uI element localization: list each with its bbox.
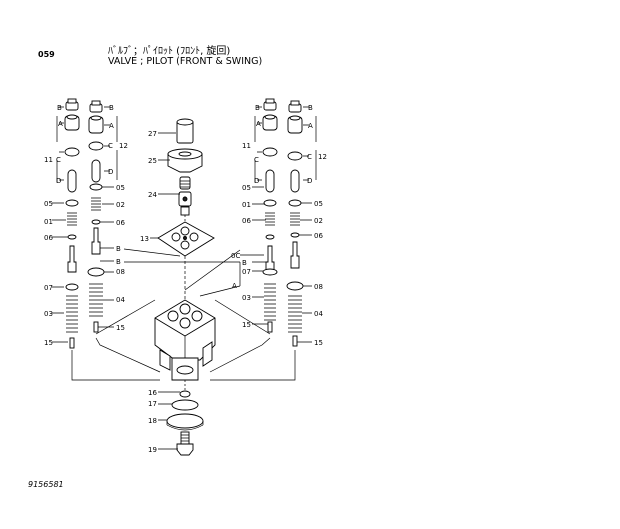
page-code: 059 (38, 50, 55, 59)
left-spool-part (67, 245, 77, 273)
callout-c-17: 17 (148, 400, 157, 408)
callout-rc-06: 06 (242, 217, 251, 225)
left-rod-part (67, 169, 77, 193)
callout-lc-B2: B (116, 258, 121, 266)
callout-rc-01: 01 (242, 201, 251, 209)
callout-lc-B: B (109, 104, 114, 112)
callout-c-19: 19 (148, 446, 157, 454)
center-bolt-part (176, 443, 194, 456)
right-center-column-parts (262, 98, 278, 333)
callout-r-B: B (308, 104, 313, 112)
callout-left-03: 03 (44, 310, 53, 318)
callout-lc-15: 15 (116, 324, 125, 332)
callout-r-15: 15 (314, 339, 323, 347)
title-english: VALVE ; PILOT (FRONT & SWING) (108, 56, 263, 67)
callout-r-A: A (308, 122, 313, 130)
callout-lc-12: 12 (119, 142, 128, 150)
callout-rc-05: 05 (242, 184, 251, 192)
callout-lc-B1: B (116, 245, 121, 253)
callout-r-12: 12 (318, 153, 327, 161)
callout-lc-06: 06 (116, 219, 125, 227)
center-large-disc-part (166, 413, 204, 429)
left-washer-part (65, 199, 79, 207)
callout-lc-D: D (108, 168, 113, 176)
callout-rc-B: B (242, 259, 247, 267)
callout-rc-A2: A (232, 282, 237, 290)
callout-c-25: 25 (148, 157, 157, 165)
left-pin-part (69, 337, 75, 349)
right-column-parts (286, 100, 304, 347)
callout-lc-08: 08 (116, 268, 125, 276)
callout-r-C: C (307, 153, 312, 161)
callout-left-A: A (58, 120, 63, 128)
callout-c-16: 16 (148, 389, 157, 397)
left-small-spring-part (67, 212, 77, 226)
callout-c-27: 27 (148, 130, 157, 138)
callout-left-11: 11 (44, 156, 53, 164)
callout-left-06: 06 (44, 234, 53, 242)
callout-r-D: D (307, 177, 312, 185)
callout-rc-D: D (254, 177, 259, 185)
callout-lc-05: 05 (116, 184, 125, 192)
callout-left-15: 15 (44, 339, 53, 347)
left-o-ring-part (64, 147, 80, 157)
callout-lc-04: 04 (116, 296, 125, 304)
callout-c-18: 18 (148, 417, 157, 425)
center-ring-part (179, 390, 191, 398)
callout-r-06: 06 (314, 232, 323, 240)
callout-left-07: 07 (44, 284, 53, 292)
callout-r-08: 08 (314, 283, 323, 291)
left-column-parts (64, 98, 80, 349)
title-japanese: ﾊﾞﾙﾌﾞ；ﾊﾟｲﾛｯﾄ (ﾌﾛﾝﾄ, 旋回) (108, 46, 231, 57)
callout-c-24: 24 (148, 191, 157, 199)
callout-left-B: B (57, 104, 62, 112)
callout-c-13: 13 (140, 235, 149, 243)
callout-lc-A: A (109, 122, 114, 130)
left-center-column-parts (87, 100, 105, 333)
callout-rc-B: B (255, 104, 260, 112)
callout-lc-02: 02 (116, 201, 125, 209)
left-large-spring-part (66, 295, 78, 333)
callout-left-05: 05 (44, 200, 53, 208)
callout-rc-0C: 0C (231, 252, 240, 260)
center-column-parts (154, 118, 216, 456)
center-thin-ring-part (171, 399, 199, 411)
callout-r-02: 02 (314, 217, 323, 225)
callout-lc-C: C (108, 142, 113, 150)
callout-rc-11: 11 (242, 142, 251, 150)
callout-left-D: D (56, 177, 61, 185)
callout-r-04: 04 (314, 310, 323, 318)
drawing-number: 9156581 (28, 480, 64, 489)
callout-left-C: C (56, 156, 61, 164)
callout-rc-07: 07 (242, 268, 251, 276)
left-seat-part (67, 234, 77, 240)
callout-r-05: 05 (314, 200, 323, 208)
left-cap-top-part (67, 98, 77, 104)
left-spring-seat-part (65, 283, 79, 291)
callout-rc-15: 15 (242, 321, 251, 329)
callout-left-01: 01 (44, 218, 53, 226)
callout-rc-C: C (254, 156, 259, 164)
callout-rc-A: A (256, 120, 261, 128)
center-joint-part (179, 176, 191, 190)
callout-rc-03: 03 (242, 294, 251, 302)
